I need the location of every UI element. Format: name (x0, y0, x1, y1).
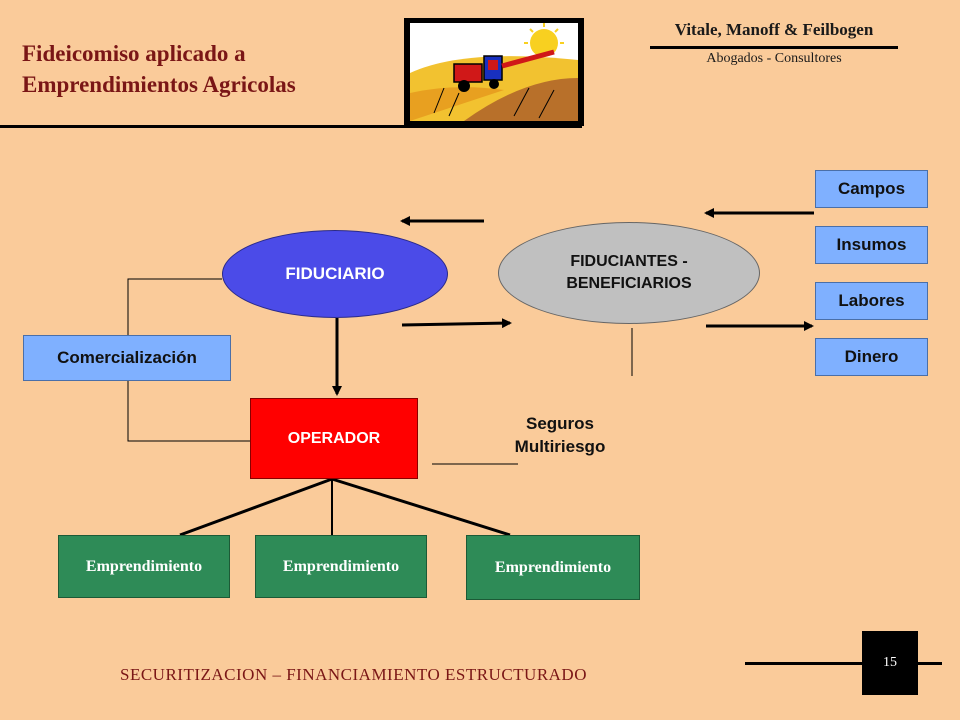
title-line-1: Fideicomiso aplicado a (22, 41, 246, 66)
aporte-dinero: Dinero (815, 338, 928, 376)
comercializacion-box: Comercialización (23, 335, 231, 381)
page-number: 15 (862, 631, 918, 695)
header-divider (0, 125, 582, 128)
arrow-to-fiduciantes (401, 318, 512, 329)
slide-title: Fideicomiso aplicado a Emprendimientos A… (22, 38, 402, 100)
footer-divider-right (918, 662, 942, 665)
seguros-line-2: Multiriesgo (514, 437, 606, 456)
aporte-campos: Campos (815, 170, 928, 208)
firm-subtitle: Abogados - Consultores (706, 51, 842, 66)
fiduciantes-node: FIDUCIANTES - BENEFICIARIOS (498, 222, 760, 324)
aporte-insumos: Insumos (815, 226, 928, 264)
fiduciario-label: FIDUCIARIO (285, 264, 385, 283)
operador-box: OPERADOR (250, 398, 418, 479)
aporte-labores: Labores (815, 282, 928, 320)
fiduciantes-label-2: BENEFICIARIOS (566, 275, 692, 292)
firm-divider (650, 46, 898, 49)
seguros-line-1: Seguros (525, 414, 595, 433)
branch-line-3 (331, 477, 511, 537)
footer-divider-left (745, 662, 862, 665)
title-line-2: Emprendimientos Agricolas (22, 72, 296, 97)
fiduciantes-label-1: FIDUCIANTES - (570, 253, 688, 270)
footer-text: SECURITIZACION – FINANCIAMIENTO ESTRUCTU… (120, 665, 587, 684)
seguros-label: Seguros Multiriesgo (490, 412, 630, 458)
emprendimiento-1: Emprendimiento (58, 535, 230, 598)
branch-line-1 (179, 477, 333, 537)
firm-name: Vitale, Manoff & Feilbogen (674, 20, 874, 39)
fiduciario-node: FIDUCIARIO (222, 230, 448, 318)
emprendimiento-2: Emprendimiento (255, 535, 427, 598)
emprendimiento-3: Emprendimiento (466, 535, 640, 600)
harvester-field-icon (404, 18, 584, 126)
